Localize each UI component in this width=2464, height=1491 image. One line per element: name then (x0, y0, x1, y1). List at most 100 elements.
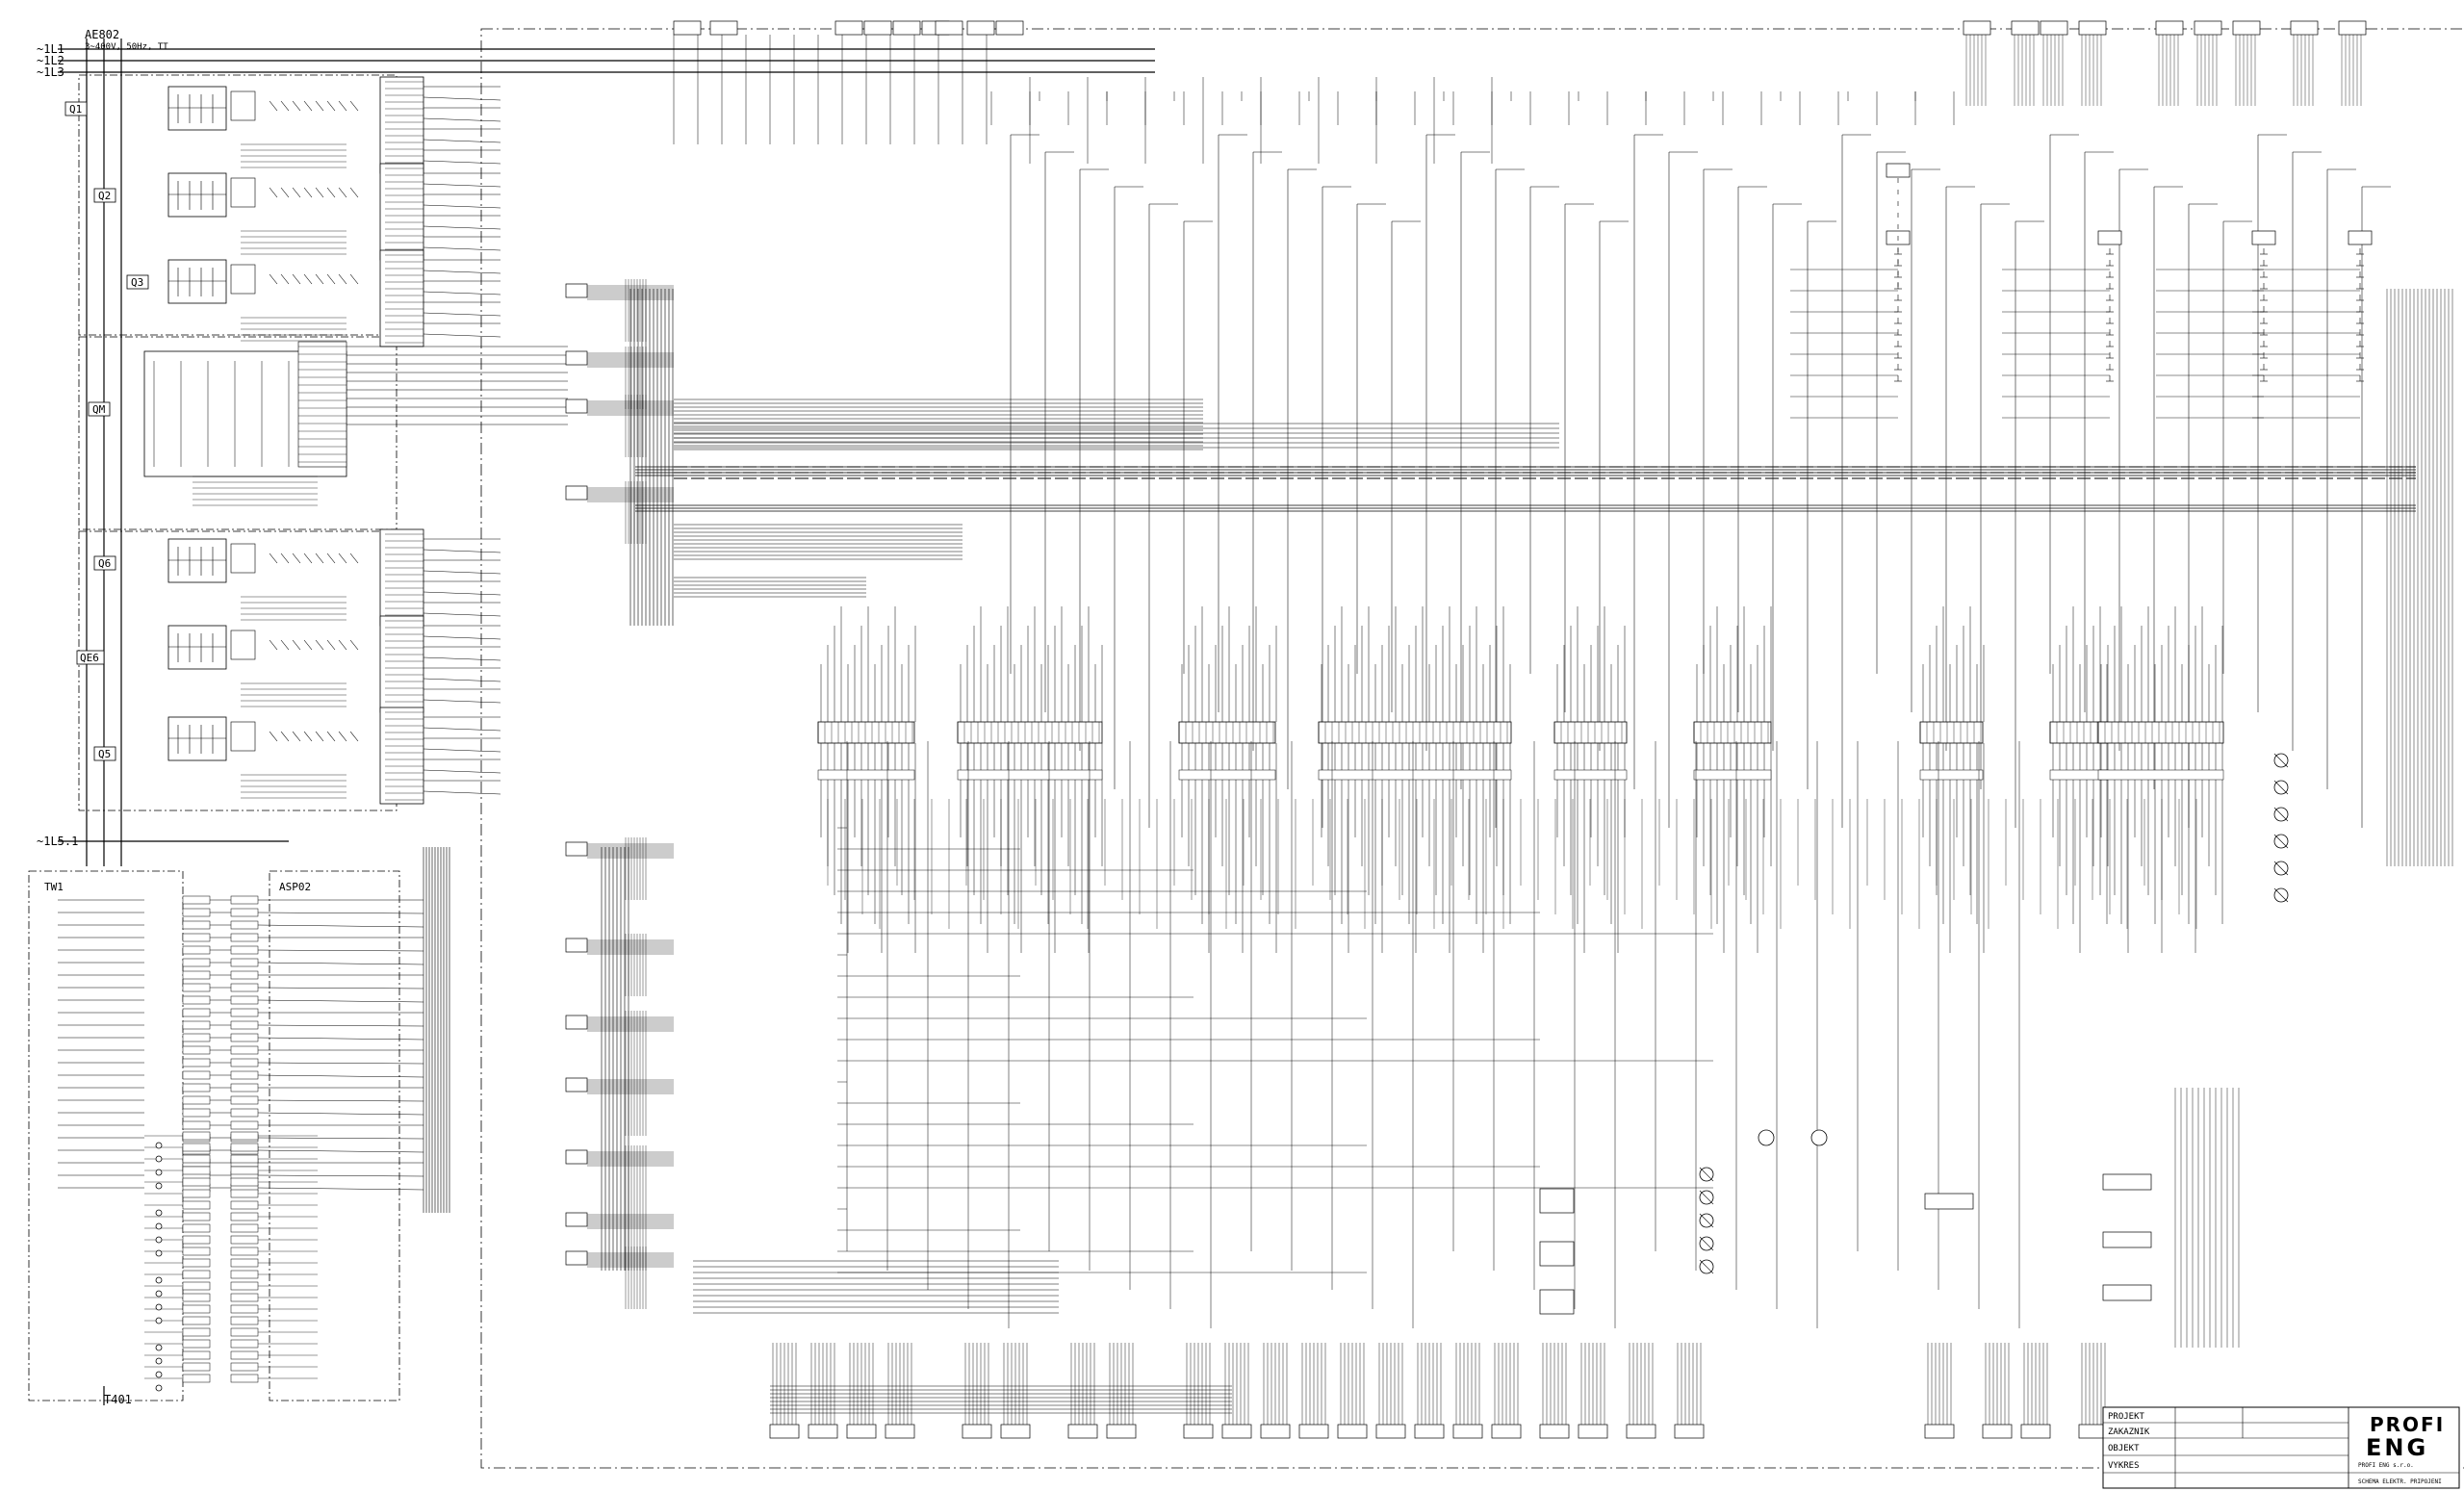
component-box (182, 1247, 211, 1256)
component-box (230, 1374, 259, 1383)
wire (326, 100, 336, 112)
component-box (1886, 163, 1911, 178)
wire (423, 139, 501, 143)
component-box (1919, 769, 1984, 781)
component-box (230, 920, 259, 930)
wire (1699, 1213, 1714, 1228)
wire (349, 639, 359, 651)
component-box (230, 1108, 259, 1118)
component-box (1375, 1424, 1406, 1439)
wire (315, 273, 324, 285)
wire (315, 639, 324, 651)
wire (2273, 834, 2289, 849)
component-box (167, 259, 227, 304)
wire (423, 270, 501, 274)
wire (292, 731, 301, 742)
component-box (565, 485, 588, 501)
component-box (379, 76, 424, 174)
component-box (182, 958, 211, 967)
component-box (230, 1143, 259, 1152)
wire (326, 553, 336, 564)
component-box (1539, 1241, 1575, 1267)
component-box (817, 721, 915, 744)
component-box (565, 938, 588, 953)
component-box (230, 1316, 259, 1325)
wire (326, 639, 336, 651)
component-box (1924, 1424, 1955, 1439)
wire (269, 273, 278, 285)
supply-line-label: ~1L3 (37, 65, 64, 79)
component-box (182, 1095, 211, 1105)
component-box (709, 20, 738, 36)
component-box (230, 90, 256, 121)
component-box (957, 769, 1103, 781)
component-box (230, 1200, 259, 1210)
component-box (808, 1424, 838, 1439)
lamp-symbol (155, 1182, 163, 1190)
component-box (863, 20, 892, 36)
component-box (182, 995, 211, 1005)
component-box (230, 543, 256, 574)
wire (303, 273, 313, 285)
wire (423, 246, 501, 251)
component-box (182, 1083, 211, 1093)
wire (315, 553, 324, 564)
wire (338, 731, 347, 742)
wire (423, 570, 501, 575)
component-box (1674, 1424, 1705, 1439)
component-box (1578, 1424, 1608, 1439)
component-box (230, 264, 256, 295)
wire (315, 100, 324, 112)
component-box (230, 1281, 259, 1291)
wire (257, 1037, 424, 1041)
component-box (167, 86, 227, 131)
lamp-symbol (155, 1371, 163, 1378)
wire (303, 187, 313, 198)
wire (349, 187, 359, 198)
component-box (230, 1008, 259, 1017)
wire (257, 949, 424, 952)
lamp-symbol (155, 1169, 163, 1176)
component-box (834, 20, 863, 36)
component-box (230, 1339, 259, 1349)
component-box (2011, 20, 2040, 36)
component-box (182, 1258, 211, 1268)
component-box (1414, 1424, 1445, 1439)
wire (257, 1137, 424, 1140)
wire (349, 731, 359, 742)
component-box (1318, 721, 1512, 744)
component-box (2290, 20, 2319, 36)
component-box (167, 625, 227, 670)
wire (280, 100, 290, 112)
component-box (2251, 230, 2276, 245)
component-box (1693, 721, 1772, 744)
breaker-qe6: QE6 (80, 652, 99, 664)
component-box (565, 283, 588, 298)
wire (423, 291, 501, 296)
component-box (995, 20, 1024, 36)
wire (423, 591, 501, 596)
wire (315, 187, 324, 198)
logo-bottom: ENG (2366, 1434, 2428, 1461)
wire (423, 699, 501, 704)
wire (423, 204, 501, 209)
wire (423, 549, 501, 553)
neutral-line-label: ~1L5.1 (37, 835, 78, 848)
component-box (1539, 1188, 1575, 1214)
breaker-q6: Q6 (98, 557, 111, 570)
title-row-label: OBJEKT (2108, 1444, 2140, 1453)
wire (423, 96, 501, 101)
component-box (565, 1212, 588, 1227)
wire (269, 187, 278, 198)
wire (292, 100, 301, 112)
wire (303, 731, 313, 742)
wire (1699, 1236, 1714, 1251)
component-box (2078, 20, 2107, 36)
wire (257, 1024, 424, 1027)
lamp-symbol (155, 1303, 163, 1311)
wire (257, 924, 424, 928)
component-box (2155, 20, 2184, 36)
wire (2273, 753, 2289, 768)
component-box (1963, 20, 1991, 36)
